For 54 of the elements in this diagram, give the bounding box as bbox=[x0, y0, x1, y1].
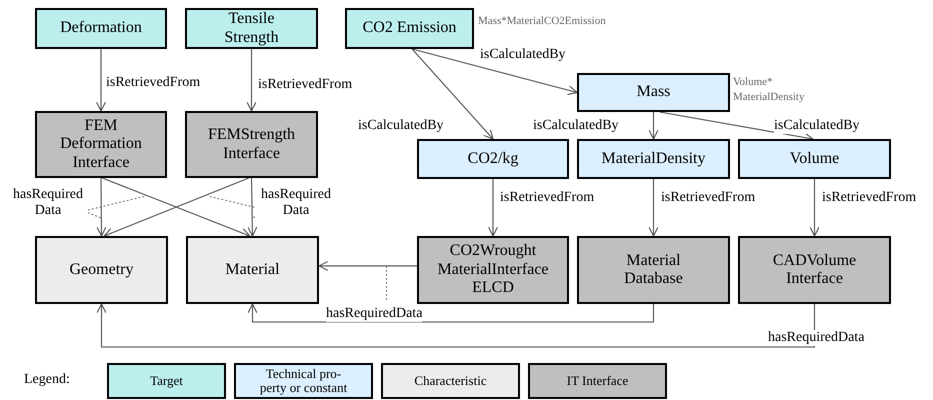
node-label: FEMStrength Interface bbox=[206, 126, 296, 163]
node-label: Tensile Strength bbox=[223, 10, 280, 47]
characteristic-box bbox=[35, 236, 168, 304]
interface-box bbox=[577, 236, 730, 304]
edge-label: hasRequiredData bbox=[768, 330, 864, 346]
node-label: Volume bbox=[788, 150, 840, 168]
legend-label: Target bbox=[149, 374, 184, 388]
characteristic-box bbox=[186, 236, 319, 304]
arrow bbox=[96, 303, 816, 348]
node-label: CO2/kg bbox=[466, 150, 520, 168]
arrow bbox=[648, 179, 659, 237]
node-label: Material bbox=[224, 260, 281, 280]
edge-label: isCalculatedBy bbox=[480, 47, 566, 64]
property-box bbox=[577, 139, 730, 179]
arrow bbox=[247, 178, 258, 237]
arrow bbox=[318, 260, 417, 271]
target-box bbox=[185, 8, 318, 49]
arrow bbox=[96, 49, 106, 112]
interface-box bbox=[185, 111, 318, 178]
legend-label: Characteristic bbox=[413, 374, 488, 388]
legend-title: Legend: bbox=[24, 372, 70, 388]
property-box bbox=[577, 73, 730, 112]
arrow bbox=[246, 49, 257, 112]
arrow bbox=[412, 48, 578, 96]
node-label: MaterialDensity bbox=[600, 150, 706, 168]
arrow bbox=[488, 179, 498, 237]
node-label: Deformation bbox=[59, 19, 143, 38]
legend-label: Technical pro-perty or constant bbox=[258, 366, 348, 396]
arrow bbox=[247, 303, 654, 323]
node-label: Mass bbox=[636, 83, 672, 102]
formula-note: Mass*MaterialCO2Emission bbox=[478, 14, 607, 29]
node-label: CO2Wrought MaterialInterface ELCD bbox=[436, 242, 550, 298]
interface-box bbox=[738, 236, 891, 304]
edge-label: isCalculatedBy bbox=[358, 118, 444, 134]
target-box bbox=[345, 8, 474, 49]
node-label: CADVolume Interface bbox=[772, 252, 858, 288]
legend-label: IT Interface bbox=[566, 374, 630, 388]
interface-box bbox=[35, 111, 167, 178]
interface-box bbox=[417, 236, 569, 304]
target-box bbox=[35, 8, 167, 49]
node-label: Geometry bbox=[68, 260, 134, 280]
formula-note: Volume* MaterialDensity bbox=[733, 75, 806, 105]
edge-label: isCalculatedBy bbox=[774, 118, 860, 134]
arrow bbox=[809, 179, 820, 237]
edge-label: isCalculatedBy bbox=[533, 118, 619, 134]
node-label: Material Database bbox=[623, 252, 684, 288]
property-box bbox=[738, 139, 891, 179]
edge-label: hasRequiredData bbox=[326, 306, 422, 322]
property-box bbox=[417, 139, 569, 179]
arrow bbox=[412, 48, 494, 140]
node-label: FEM Deformation Interface bbox=[59, 116, 143, 172]
arrow bbox=[96, 178, 106, 237]
node-label: CO2 Emission bbox=[362, 19, 458, 38]
arrow bbox=[648, 112, 659, 140]
